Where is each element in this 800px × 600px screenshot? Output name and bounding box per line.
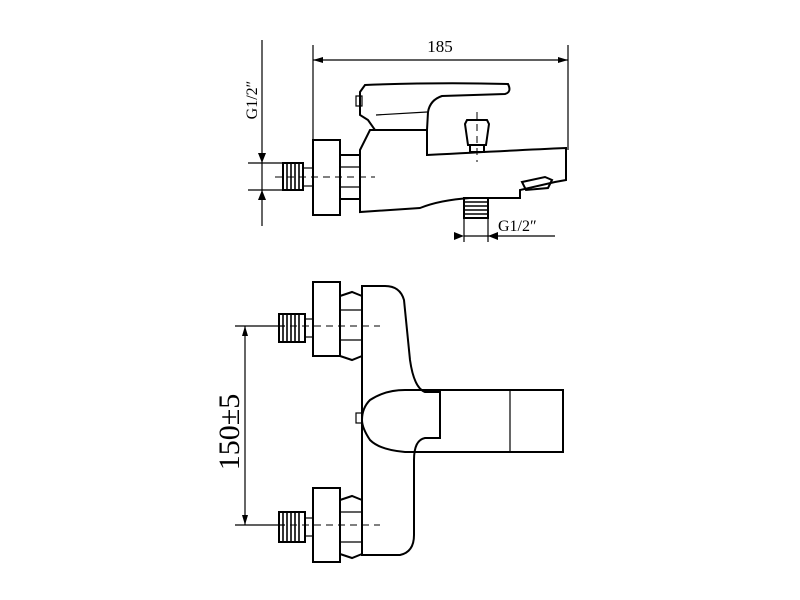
dimension-outlet-thread: G1/2″: [454, 218, 555, 242]
outlet-thread-label: G1/2″: [498, 218, 537, 235]
mixer-body-side: [359, 129, 567, 214]
inlet-thread-label: G1/2″: [244, 81, 261, 120]
upper-inlet-assembly: [278, 281, 363, 362]
center-distance-label: 150±5: [213, 394, 246, 470]
front-view: 150±5: [213, 281, 564, 563]
mixer-body-front: [361, 285, 441, 556]
side-view: 185 G1/2″: [244, 37, 569, 242]
outlet-thread-side: [463, 197, 489, 219]
lever-handle-side: [359, 82, 511, 131]
lever-handle-front: [360, 389, 564, 453]
dimension-overall-length: 185: [312, 37, 569, 150]
overall-length-label: 185: [427, 37, 453, 56]
dimension-inlet-thread: G1/2″: [244, 40, 300, 226]
spout-tip-side: [520, 175, 554, 192]
dimension-center-distance: 150±5: [213, 325, 285, 526]
